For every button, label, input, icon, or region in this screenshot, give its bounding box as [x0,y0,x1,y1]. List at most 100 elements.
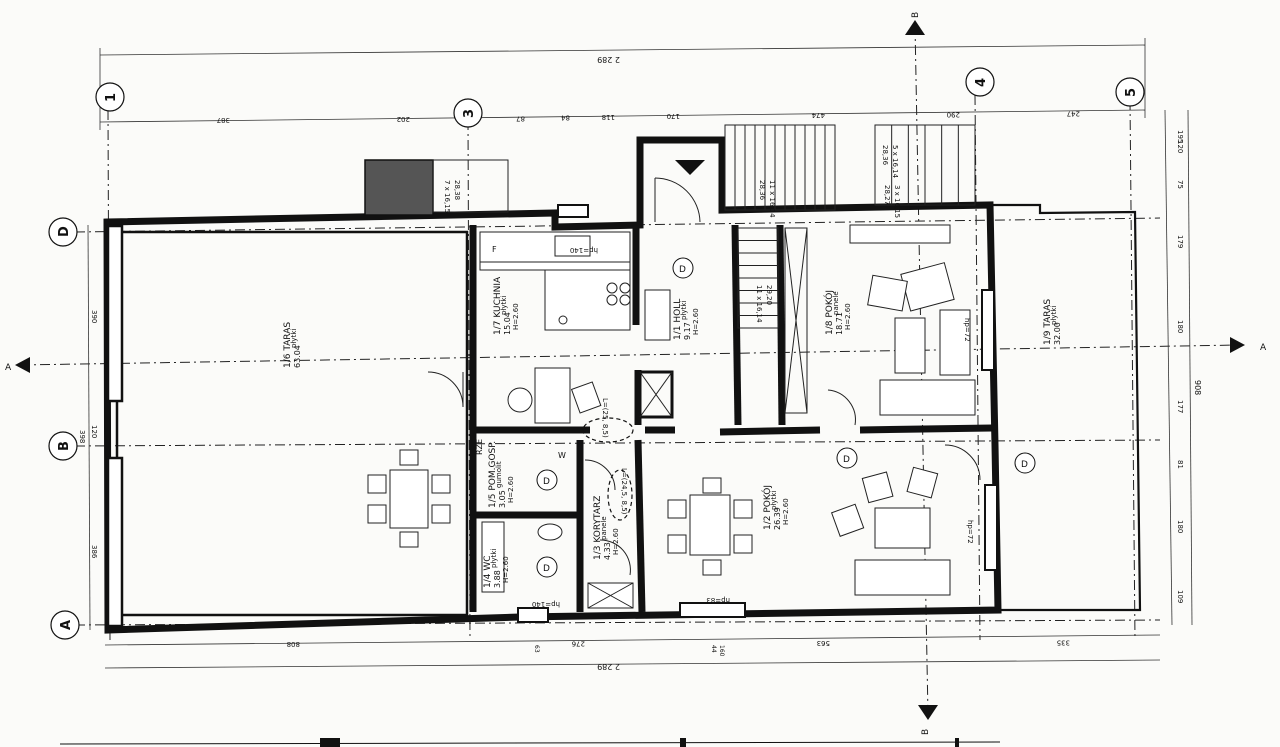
room-label-height: H=2.60 [512,303,520,330]
windows [517,204,998,623]
room-label-area: 3.88 [493,570,502,588]
dim-right: 109 [1176,590,1184,603]
axis-bubble-B: B [48,431,78,461]
total-top-dim: 2 289 [597,55,620,64]
interior-walls [469,224,993,613]
svg-text:29,20: 29,20 [765,285,773,305]
room-label-area: 4.33 [603,542,612,560]
svg-text:A: A [59,620,74,630]
dim-bottom-detail: 44 [710,645,717,653]
svg-text:B: B [57,441,72,451]
dim-right: 120 [1176,140,1184,153]
entrance-porch [364,159,705,223]
dim-top: 118 [602,113,615,121]
section-line-a: A A [5,337,1267,373]
hall-fixtures [638,289,674,419]
dim-bottom: 808 [287,640,300,648]
room-label-floor: płytki [490,549,498,568]
svg-text:F: F [492,245,497,254]
dim-bottom-detail: 63 [533,645,540,653]
svg-text:hp=83: hp=83 [706,596,730,604]
room-label-name: 1/3 KORYTARZ [593,496,603,560]
svg-text:hp=140: hp=140 [532,600,560,608]
dim-top: 170 [667,112,680,120]
dim-right: 180 [1176,320,1184,333]
room-label-name: 1/7 KUCHNIA [493,276,503,335]
dim-top: 247 [1067,110,1080,118]
svg-text:1: 1 [104,93,119,102]
room-label-name: 1/1 HOLL [673,299,683,340]
dim-bottom: 335 [1057,639,1070,647]
svg-text:11 x 16,14: 11 x 16,14 [768,180,776,218]
dim-bottom: 276 [571,640,585,648]
dim-left: 398 [78,430,86,443]
axis-bubble-5: 5 [1115,77,1145,107]
room-label-floor: panele [600,516,608,540]
svg-text:908: 908 [1193,380,1202,395]
door-markers: D D D D D W [536,257,1036,578]
room-label-height: H=2.60 [844,303,852,330]
room-label-area: 32.00 [1053,322,1062,345]
svg-text:3: 3 [462,109,477,118]
svg-text:L=(24,5, 8,5): L=(24,5, 8,5) [620,468,628,515]
room-label-floor: płytki [770,491,778,510]
svg-text:28,27: 28,27 [883,185,891,205]
room-label-floor: panele [832,291,840,315]
svg-text:A: A [5,363,12,373]
room-label-name: 1/2 POKÓJ [761,485,773,530]
svg-text:B: B [911,12,921,18]
room-label-height: H=2.60 [507,476,515,503]
dim-top: 290 [947,110,960,118]
room-label-name: 1/6 TARAS [283,322,293,368]
svg-text:5 x 16,14: 5 x 16,14 [891,145,899,179]
right-terrace-outline [990,203,1142,612]
axis-bubble-D: D [48,217,78,247]
room-label-floor: płytki [290,329,298,348]
dim-right: 195 [1176,130,1184,143]
dim-right: 180 [1176,520,1184,533]
dim-right: 75 [1176,180,1184,189]
dim-top: 387 [217,116,230,124]
svg-text:D: D [843,455,850,465]
axis-bubble-A: A [50,610,80,640]
dim-left: 386 [90,545,98,559]
svg-text:L=(25, 8,5): L=(25, 8,5) [601,398,609,438]
dim-right: 179 [1176,235,1184,248]
svg-text:4: 4 [974,78,989,87]
dim-top: 84 [561,114,570,122]
dim-left: 390 [90,310,98,323]
svg-text:D: D [57,226,72,237]
dim-right: 177 [1176,400,1184,413]
room-label-floor: gumolit [495,461,503,488]
svg-text:A: A [1260,343,1267,353]
svg-text:2 289: 2 289 [597,662,620,671]
dim-top: 87 [516,114,525,122]
wc-fixtures [481,521,634,609]
doors [427,371,981,576]
room-label-area: 9.17 [683,322,692,340]
axis-bubble-1: 1 [95,82,125,112]
svg-text:D: D [1021,460,1028,470]
living-room-furniture [667,466,951,596]
room-label-area: 3.05 [498,490,507,508]
stair-run-interior [737,227,808,414]
room-label-name: 1/9 TARAS [1043,299,1053,345]
axis-bubble-3: 3 [453,98,483,128]
room-label-height: H=2.60 [782,498,790,525]
svg-text:28,38: 28,38 [453,180,461,200]
svg-text:5: 5 [1124,88,1139,97]
kitchen-fixtures: F [479,231,631,424]
terrace-furniture [367,449,451,548]
room-label-name: 1/8 POKÓJ [823,290,835,335]
svg-text:RZE: RZE [475,439,484,455]
svg-text:D: D [679,265,686,275]
svg-text:D: D [543,564,550,574]
room-label-area: 15.04 [503,312,512,335]
svg-text:28,36: 28,36 [881,145,889,166]
